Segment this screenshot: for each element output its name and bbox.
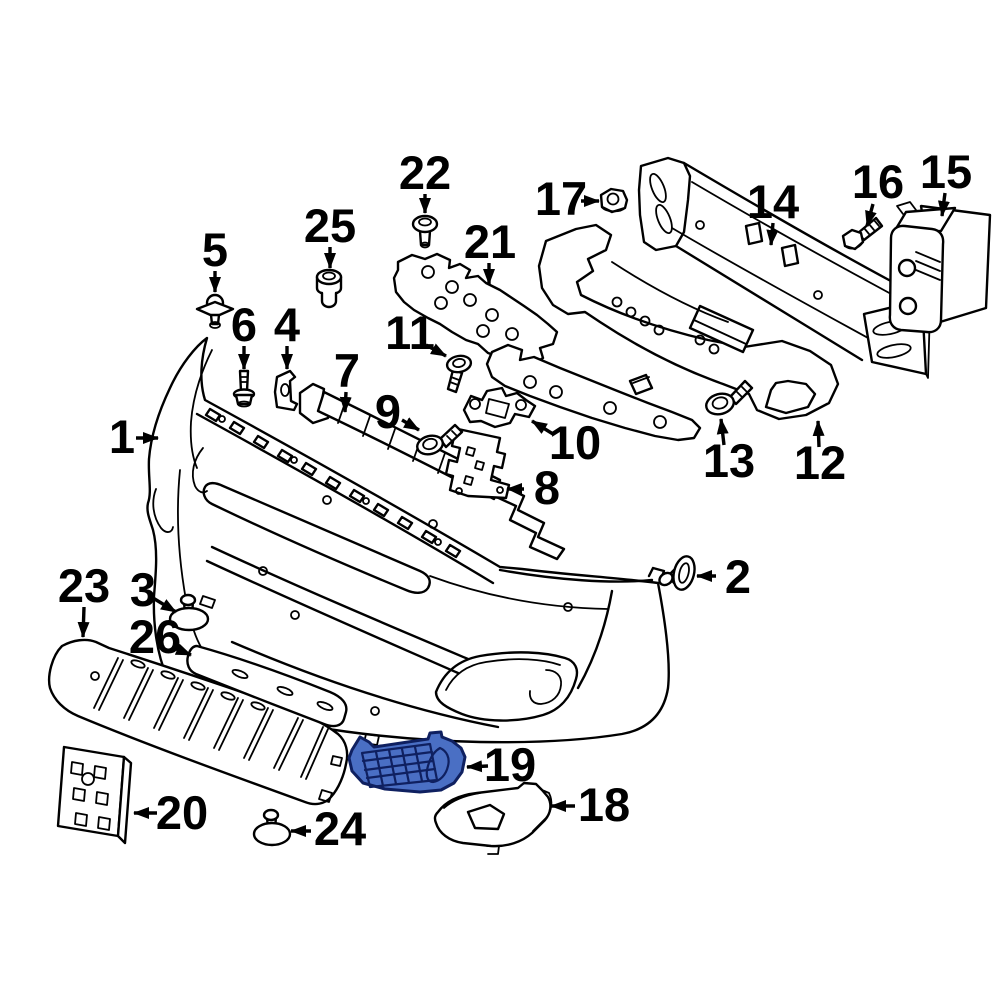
callout-21-number: 21 [464,215,516,268]
part-4-bracket [273,369,299,412]
part-5-clip [195,293,235,329]
callout-24: 24 [290,802,366,855]
callout-11-number: 11 [385,306,435,359]
callout-11: 11 [385,306,447,359]
callout-7-arrow [339,391,352,413]
part-16-bolt [841,216,884,251]
part-18-fog-lamp-cover [433,781,553,855]
part-8-side-bracket [444,427,511,500]
part-10-bracket [462,386,537,429]
callout-3: 3 [130,563,177,616]
part-3-clip [168,593,210,632]
callout-15: 15 [920,145,972,217]
callout-1-number: 1 [109,410,135,463]
callout-26: 26 [129,610,192,663]
callout-25-number: 25 [304,199,356,252]
callout-19-arrow [466,760,489,773]
callout-2: 2 [696,550,751,603]
callout-6: 6 [231,298,257,370]
callout-9-arrow [401,417,420,432]
callout-3-number: 3 [130,563,156,616]
callout-23-number: 23 [58,559,110,612]
part-22-clip [411,214,439,249]
callout-24-number: 24 [314,802,366,855]
part-25-grommet [315,268,343,309]
callout-20-number: 20 [156,786,208,839]
callout-8: 8 [506,461,560,514]
callout-18-number: 18 [578,778,630,831]
part-15-mount-bracket [888,201,992,334]
part-21-sight-shield [392,252,702,442]
callout-14-number: 14 [747,175,799,228]
callout-19: 19 [466,738,536,791]
callout-15-number: 15 [920,145,972,198]
callout-16-arrow [865,203,877,227]
callout-18: 18 [550,778,630,831]
callout-8-number: 8 [534,461,560,514]
callout-23: 23 [58,559,110,638]
part-20-license-bracket [56,745,133,845]
callout-10: 10 [531,416,601,469]
part-24-clip [252,808,292,847]
callout-16-number: 16 [852,155,904,208]
callout-5-number: 5 [202,223,228,276]
callout-14: 14 [747,175,799,246]
callout-7: 7 [334,344,360,413]
callout-26-number: 26 [129,610,181,663]
callout-6-number: 6 [231,298,257,351]
part-6-bolt [232,369,256,408]
callout-19-number: 19 [484,738,536,791]
callout-25: 25 [304,199,356,269]
part-11-screw [445,354,473,394]
part-19-fog-lamp-grille-highlighted [347,730,467,794]
callout-22: 22 [399,146,451,214]
part-9-screw [416,423,464,456]
callout-13-arrow [716,418,729,446]
callout-17-number: 17 [535,172,587,225]
callout-22-number: 22 [399,146,451,199]
callout-16: 16 [852,155,904,227]
callout-4: 4 [274,298,300,370]
callout-9: 9 [375,385,420,438]
callout-10-arrow [531,419,554,436]
callout-12: 12 [794,420,846,489]
callout-12-arrow [812,420,825,448]
callout-3-arrow [152,596,177,614]
callout-2-number: 2 [725,550,751,603]
callout-23-arrow [77,606,90,638]
part-1-bumper-cover [146,336,670,751]
part-17-nut [599,187,629,214]
callout-21: 21 [464,215,516,285]
callout-12-number: 12 [794,436,846,489]
callout-9-number: 9 [375,385,401,438]
callout-4-number: 4 [274,298,300,351]
part-13-screw [705,379,754,416]
callout-13-number: 13 [703,434,755,487]
part-12-energy-absorber [537,223,840,421]
part-23-under-cover [48,638,349,806]
part-26-lower-trim [186,644,348,728]
callout-10-number: 10 [549,416,601,469]
callout-15-arrow [937,192,950,217]
callout-1: 1 [109,410,159,463]
callout-5: 5 [202,223,228,293]
callout-11-arrow [425,343,447,358]
callout-13: 13 [703,418,755,487]
callout-17: 17 [535,172,600,225]
callout-20: 20 [133,786,208,839]
callout-26-arrow [171,643,192,657]
callout-7-number: 7 [334,344,360,397]
callout-14-arrow [766,222,779,246]
part-2-clip [658,555,696,591]
